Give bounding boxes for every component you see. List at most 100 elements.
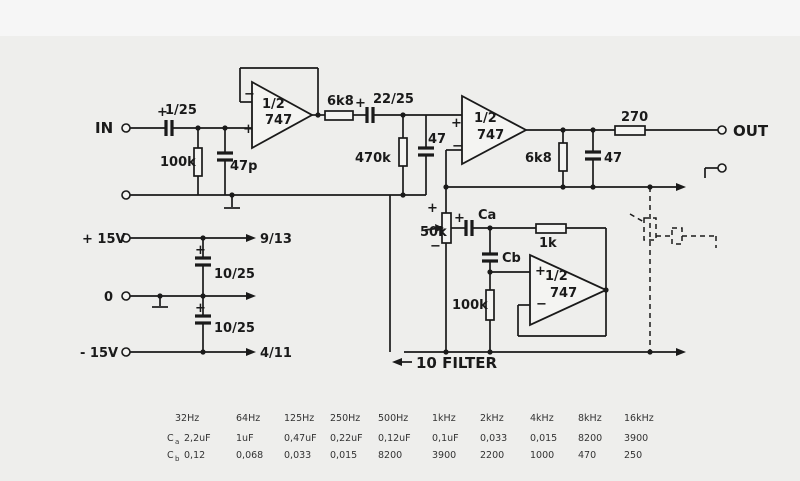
table-header-cell: 8kHz	[578, 413, 602, 424]
opamp-2: + − 1/2 747	[445, 94, 615, 213]
input-section: IN 1/25 + 100k 47p	[95, 103, 390, 209]
pin-4-11-label: 4/11	[260, 346, 292, 361]
pin-9-13-label: 9/13	[260, 232, 292, 247]
c-10-25-a-label: 10/25	[214, 267, 255, 282]
table-cell: 0,033	[480, 433, 507, 444]
filter-label: 10 FILTER	[416, 354, 497, 372]
table-row-subscript: b	[175, 455, 180, 463]
step-terminal	[717, 163, 727, 173]
resistor-6k8-series	[324, 110, 354, 121]
out-label: OUT	[733, 122, 769, 140]
svg-text:+: +	[195, 243, 206, 258]
table-header-cell: 16kHz	[624, 413, 654, 424]
table-cell: 0,068	[236, 450, 263, 461]
table-header-cell: 4kHz	[530, 413, 554, 424]
table-cell: 0,47uF	[284, 433, 317, 444]
zero-terminal	[121, 291, 131, 301]
in-ground-terminal	[121, 190, 131, 200]
table-header-cell: 250Hz	[330, 413, 360, 424]
table-header-cell: 32Hz	[175, 413, 199, 424]
minus15-label: - 15V	[80, 346, 118, 361]
op2-bottom-label: 747	[477, 128, 504, 143]
c-47-bias-label: 47	[428, 132, 446, 147]
c-10-25-b-label: 10/25	[214, 321, 255, 336]
plus15-label: + 15V	[82, 232, 126, 247]
output-section: OUT 270 6k8 47	[443, 110, 769, 191]
opamp-1: − + 1/2 747	[239, 67, 325, 150]
table-cell: 0,12	[184, 450, 205, 461]
table-row-label: C	[167, 450, 174, 461]
cb-label: Cb	[502, 251, 521, 266]
op3-top-label: 1/2	[545, 269, 568, 284]
paper-background	[0, 36, 800, 481]
table-header-cell: 125Hz	[284, 413, 314, 424]
svg-text:−: −	[244, 87, 255, 102]
minus15-terminal	[121, 347, 131, 357]
r-100k-filter-label: 100k	[452, 298, 488, 313]
top-strip	[0, 0, 800, 36]
table-cell: 0,033	[284, 450, 311, 461]
power-section: + + + 15V 0 - 15V 10/25 10/25 9/13 4/11	[80, 232, 292, 361]
table-header-cell: 2kHz	[480, 413, 504, 424]
ca-label: Ca	[478, 208, 496, 223]
zero-label: 0	[104, 290, 113, 305]
c-47p-label: 47p	[230, 159, 257, 174]
svg-text:+: +	[535, 264, 546, 279]
r-6k8-series-label: 6k8	[327, 94, 354, 109]
table-cell: 0,22uF	[330, 433, 363, 444]
c-22-25-label: 22/25	[373, 92, 414, 107]
svg-text:+: +	[355, 96, 366, 111]
table-header-cell: 1kHz	[432, 413, 456, 424]
table-row-subscript: a	[175, 438, 179, 446]
svg-text:+: +	[427, 201, 438, 216]
table-cell: 2200	[480, 450, 504, 461]
capacitor-value-table: 32Hz 64Hz 125Hz 250Hz 500Hz 1kHz 2kHz 4kHz 8kHz 1…	[167, 413, 654, 463]
svg-text:+: +	[454, 211, 465, 226]
svg-text:−: −	[452, 139, 463, 154]
svg-text:−: −	[536, 297, 547, 312]
pot-50k-label: 50k	[420, 225, 447, 240]
table-cell: 0,1uF	[432, 433, 459, 444]
r-1k-label: 1k	[539, 236, 557, 251]
op3-bottom-label: 747	[550, 286, 577, 301]
coupling-section: 6k8 + 22/25 470k 47	[324, 92, 462, 352]
svg-text:+: +	[157, 105, 168, 120]
resistor-470k	[398, 137, 408, 167]
table-cell: 3900	[624, 433, 648, 444]
table-cell: 0,015	[330, 450, 357, 461]
out-terminal	[717, 125, 727, 135]
table-cell: 470	[578, 450, 596, 461]
c-in-label: 1/25	[165, 103, 197, 118]
svg-text:+: +	[243, 122, 254, 137]
r-270-label: 270	[621, 110, 648, 125]
table-header-cell: 64Hz	[236, 413, 260, 424]
table-row-label: C	[167, 433, 174, 444]
r-470k-label: 470k	[355, 151, 391, 166]
table-cell: 8200	[578, 433, 602, 444]
resistor-270	[614, 125, 646, 136]
svg-text:−: −	[430, 239, 441, 254]
resistor-6k8-out	[558, 142, 568, 172]
table-cell: 0,015	[530, 433, 557, 444]
table-cell: 250	[624, 450, 642, 461]
table-cell: 0,12uF	[378, 433, 411, 444]
svg-text:+: +	[451, 116, 462, 131]
c-47-out-label: 47	[604, 151, 622, 166]
in-terminal	[121, 123, 131, 133]
op1-top-label: 1/2	[262, 97, 285, 112]
r-6k8-out-label: 6k8	[525, 151, 552, 166]
op2-top-label: 1/2	[474, 111, 497, 126]
table-cell: 1000	[530, 450, 554, 461]
filter-section: + − 1/2 747 + − + 50k Ca Cb 1k 100k	[392, 187, 717, 372]
resistor-1k	[535, 223, 567, 234]
r-in-label: 100k	[160, 155, 196, 170]
in-label: IN	[95, 119, 113, 137]
table-header-cell: 500Hz	[378, 413, 408, 424]
table-cell: 2,2uF	[184, 433, 211, 444]
op1-bottom-label: 747	[265, 113, 292, 128]
svg-text:+: +	[195, 301, 206, 316]
table-cell: 8200	[378, 450, 402, 461]
table-cell: 3900	[432, 450, 456, 461]
